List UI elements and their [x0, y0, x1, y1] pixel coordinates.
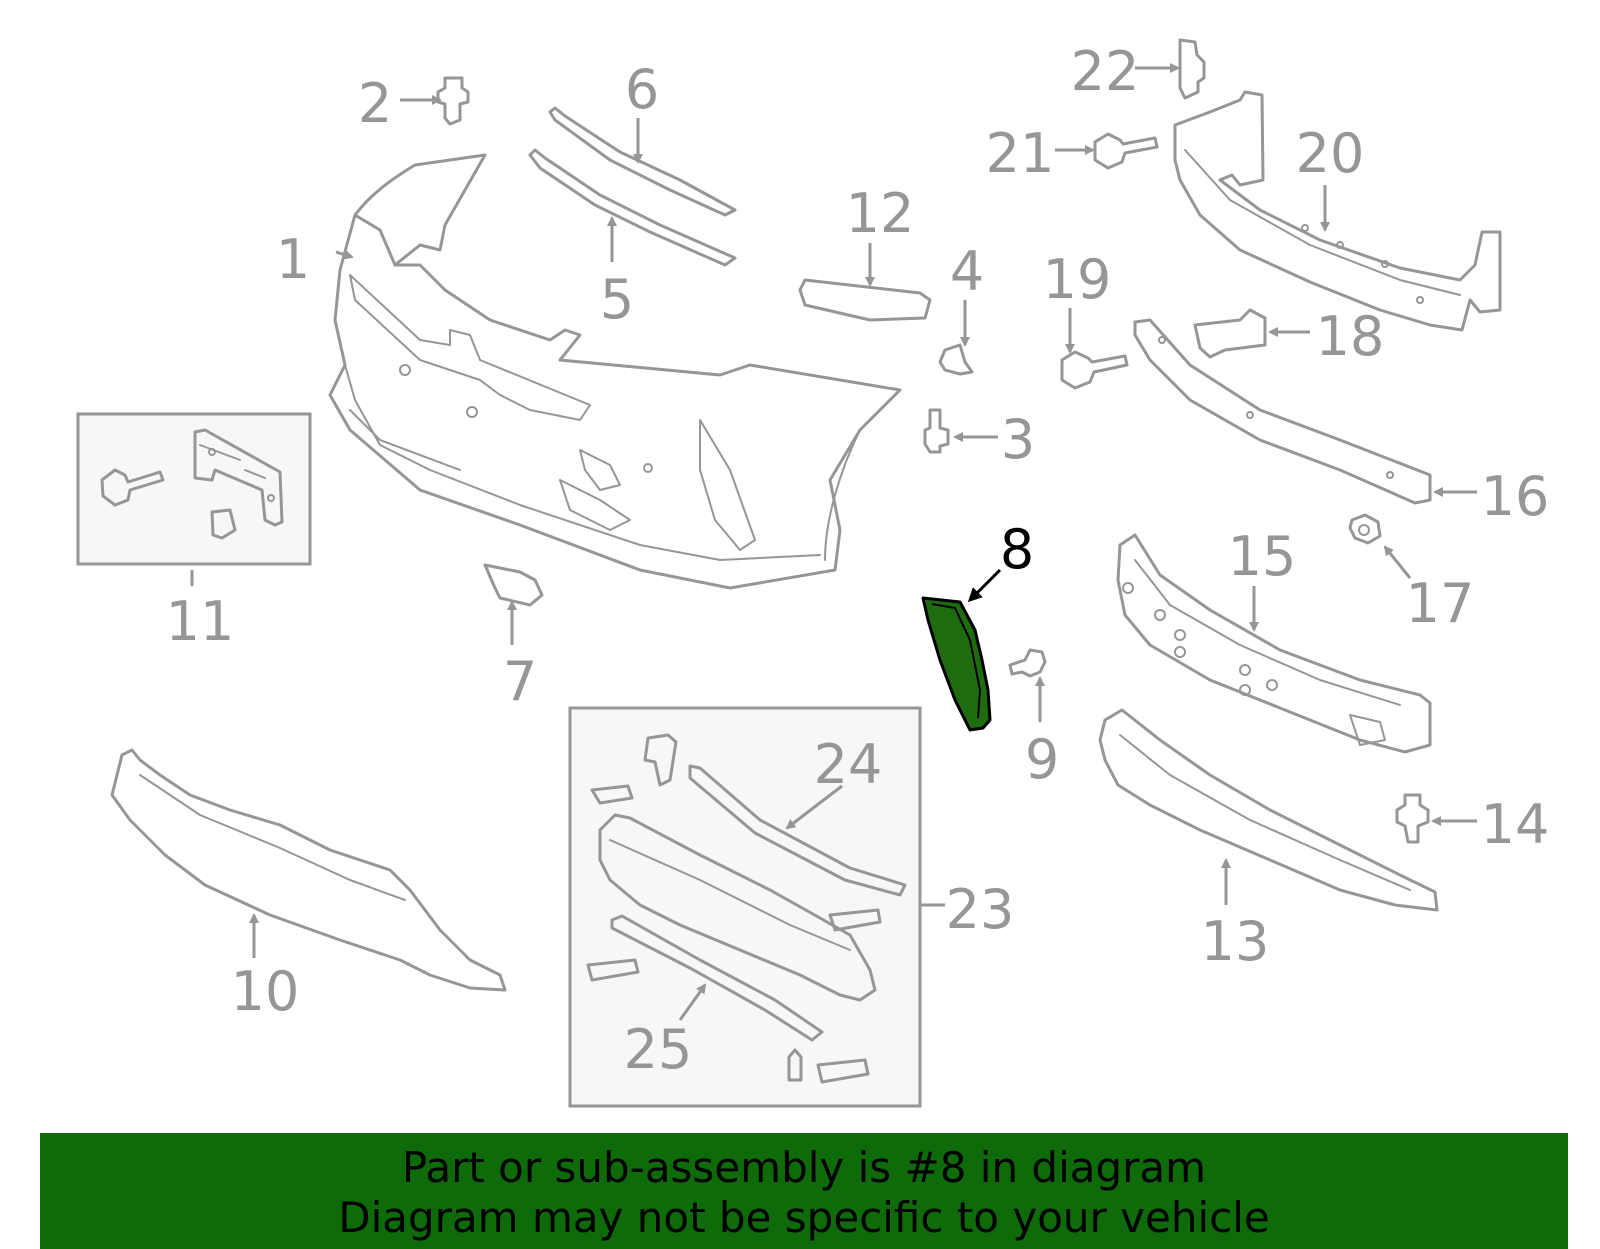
callout-23: 23	[946, 878, 1015, 941]
part-1-bumper-cover	[328, 153, 902, 590]
callout-4: 4	[950, 240, 984, 303]
part-12-trim	[798, 278, 932, 322]
part-13-absorber	[1098, 708, 1439, 912]
part-20-reinforcement	[1173, 90, 1502, 332]
callout-7: 7	[503, 650, 537, 713]
part-25-strip	[610, 914, 824, 1042]
banner-line-disclaimer: Diagram may not be specific to your vehi…	[338, 1193, 1270, 1242]
part-23-inset	[568, 706, 922, 1108]
part-3-screw	[923, 408, 950, 454]
callout-3: 3	[1001, 408, 1035, 471]
part-18-bracket	[1193, 308, 1267, 359]
part-17-nut	[1348, 513, 1382, 545]
callout-16: 16	[1481, 465, 1550, 528]
part-19-bolt	[1060, 350, 1129, 390]
callout-5: 5	[600, 268, 634, 331]
callout-9: 9	[1025, 728, 1059, 791]
callout-8: 8	[1000, 518, 1034, 581]
callout-22: 22	[1071, 40, 1140, 103]
callout-6: 6	[625, 58, 659, 121]
part-10-lower-grille	[110, 748, 507, 992]
callout-13: 13	[1201, 910, 1270, 973]
callout-25: 25	[624, 1018, 693, 1081]
callout-24: 24	[814, 733, 883, 796]
callout-18: 18	[1316, 305, 1385, 368]
part-14-clip	[1395, 793, 1430, 844]
part-21-bolt	[1093, 132, 1159, 170]
part-8-bracket	[921, 596, 992, 732]
part-5-strip	[528, 148, 737, 267]
callout-15: 15	[1228, 525, 1297, 588]
callout-20: 20	[1296, 122, 1365, 185]
part-6-strip	[548, 106, 737, 217]
callout-21: 21	[986, 122, 1055, 185]
callout-12: 12	[846, 182, 915, 245]
callout-2: 2	[358, 72, 392, 135]
part-24-strip	[688, 764, 907, 897]
callout-17: 17	[1406, 572, 1475, 635]
callout-labels: 1 2 3 4 5 6 7 8 9 10 11 12 13 14 15 16 1…	[166, 40, 1550, 1081]
callout-1: 1	[276, 228, 310, 291]
part-16-rail	[1133, 318, 1432, 505]
part-9-bolt	[1008, 648, 1047, 678]
callout-14: 14	[1481, 793, 1550, 856]
callout-19: 19	[1043, 248, 1112, 311]
part-11-inset	[76, 412, 312, 566]
leader-lines	[190, 63, 1477, 1021]
info-banner: Part or sub-assembly is #8 in diagram Di…	[40, 1133, 1568, 1249]
part-22-clip	[1178, 38, 1206, 100]
banner-line-part: Part or sub-assembly is #8 in diagram	[401, 1143, 1207, 1192]
callout-10: 10	[231, 960, 300, 1023]
part-2-clip	[436, 76, 470, 126]
part-7-cap	[483, 563, 544, 607]
callout-11: 11	[166, 590, 235, 653]
part-4-clip	[938, 343, 974, 376]
part-15-beam	[1116, 533, 1432, 754]
